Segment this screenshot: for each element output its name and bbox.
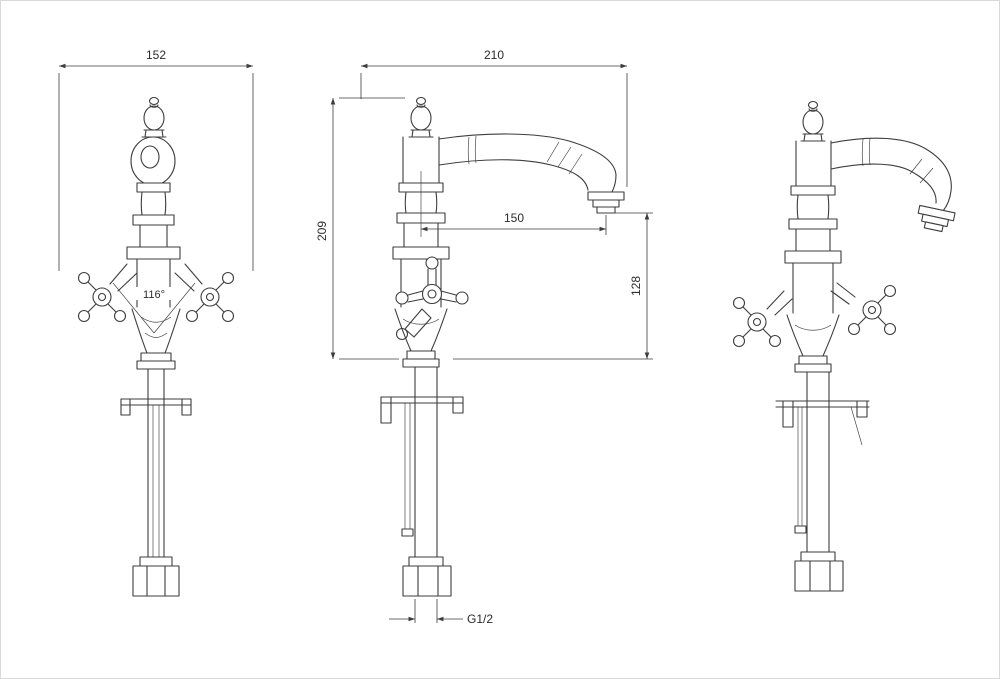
body-column [784, 140, 842, 314]
dim-overall-height: 209 [315, 97, 405, 360]
cross-handle [395, 256, 469, 341]
dim-inlet-thread: G1/2 [389, 599, 493, 626]
faucet-front: 116° [77, 96, 235, 597]
dim-overall-length: 210 [360, 48, 628, 187]
dim-label-handle-angle: 116° [143, 289, 165, 301]
finial [800, 100, 826, 142]
spout-loop [130, 136, 176, 186]
inlet-nut [402, 556, 452, 597]
supply-pipe [794, 371, 863, 562]
dim-label-overall-height: 209 [315, 221, 329, 241]
supply-pipe [147, 368, 165, 567]
left-cross-handle [732, 290, 793, 348]
right-cross-handle [174, 263, 235, 323]
mounting-bracket [775, 400, 870, 428]
base-cone [131, 308, 181, 370]
base-cone [786, 314, 840, 373]
dim-label-inlet-thread: G1/2 [467, 612, 493, 626]
handle-angle-label: 116° [135, 287, 173, 301]
dim-label-front-width: 152 [146, 48, 166, 62]
mounting-bracket [120, 398, 192, 416]
dim-front-width: 152 [58, 48, 254, 271]
right-cross-handle [830, 282, 897, 336]
finial [141, 96, 167, 138]
left-cross-handle [77, 263, 138, 323]
angled-handle-lever [404, 308, 432, 338]
dim-label-overall-length: 210 [484, 48, 504, 62]
spout [830, 137, 956, 233]
body-column [126, 182, 181, 308]
front-view: 152 [58, 48, 254, 597]
spout [438, 133, 625, 214]
side-view: 210 209 150 128 G1/2 [315, 48, 653, 626]
finial [408, 96, 434, 138]
handle-angle-annotation [112, 282, 196, 334]
inlet-nut [794, 551, 844, 592]
supply-pipe [401, 366, 438, 567]
dim-label-spout-height: 128 [629, 276, 643, 296]
perspective-view [732, 100, 956, 592]
inlet-nut [132, 556, 180, 597]
faucet-side [380, 96, 625, 597]
dim-spout-height: 128 [453, 212, 653, 360]
mounting-bracket [380, 396, 464, 424]
base-cone [394, 308, 448, 368]
dim-label-spout-reach: 150 [504, 211, 524, 225]
dim-spout-reach: 150 [420, 171, 607, 237]
